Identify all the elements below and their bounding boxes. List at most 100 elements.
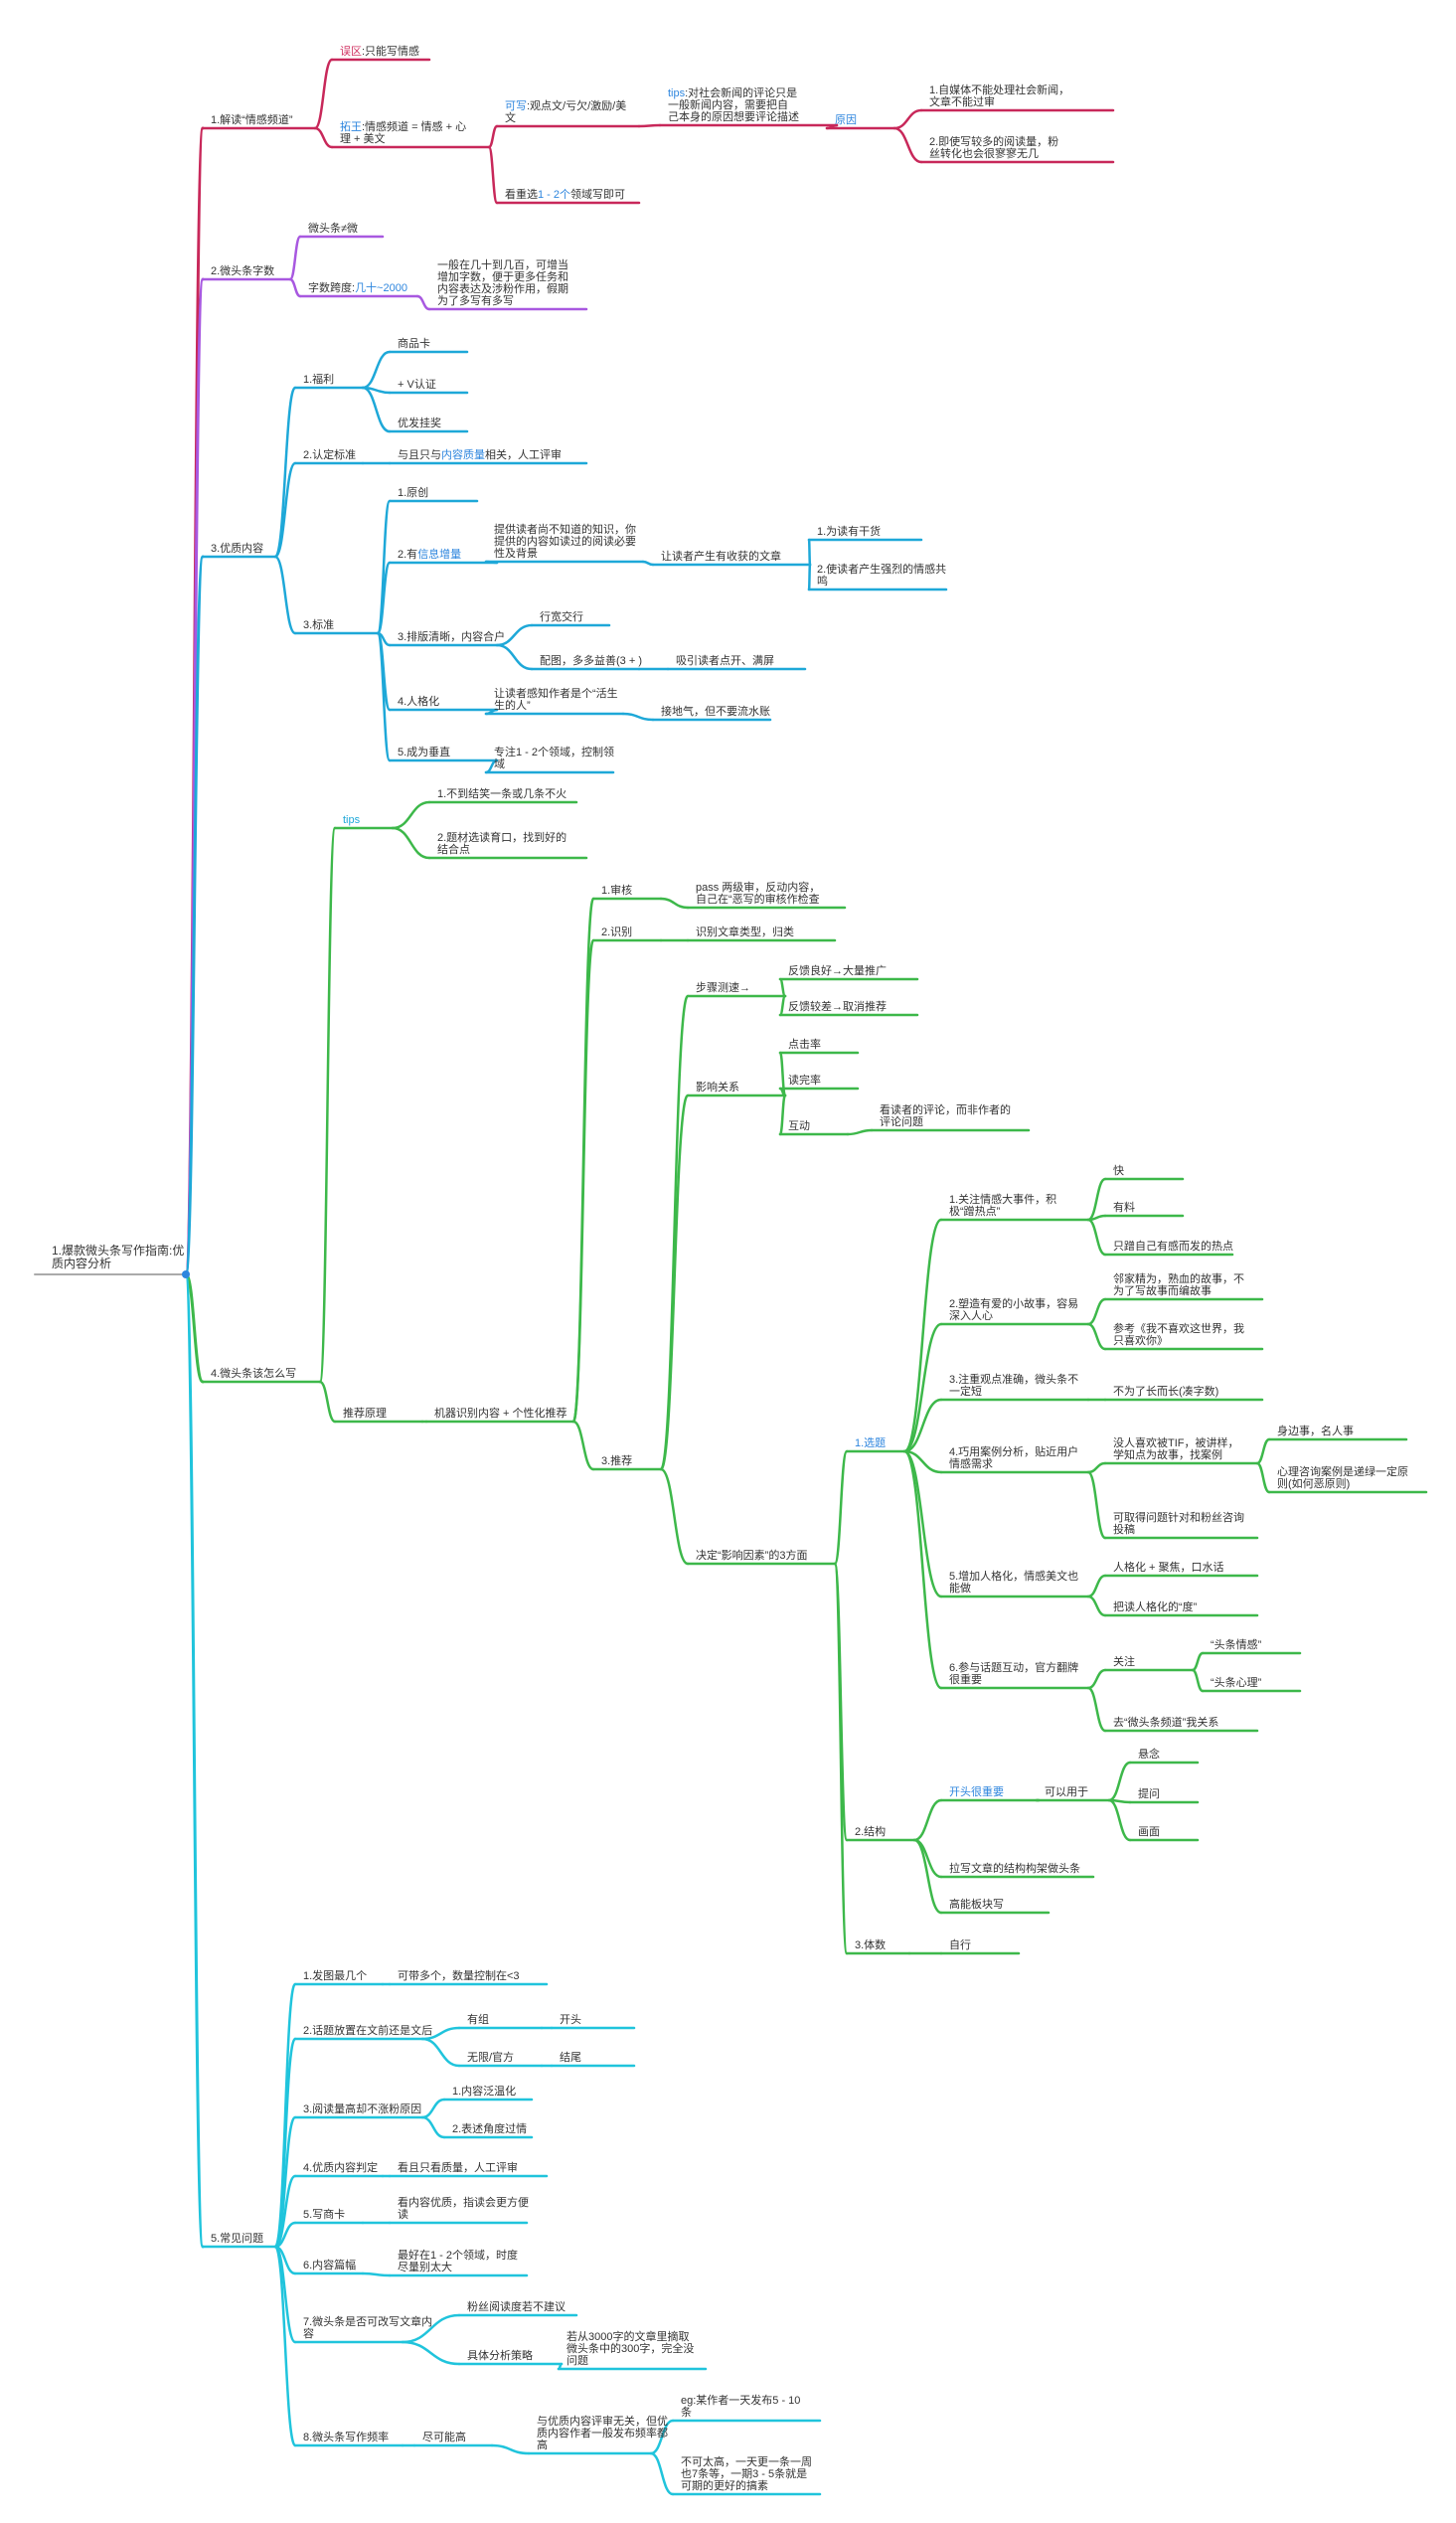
mind-map-node[interactable]: 4.微头条该怎么写 (211, 1366, 296, 1380)
mind-map-node[interactable]: tips (343, 814, 361, 826)
mind-map-node[interactable]: 把读人格化的“度” (1113, 1599, 1198, 1613)
mind-map-node[interactable]: 8.微头条写作频率 (303, 2430, 389, 2443)
mind-map-node[interactable]: 可以用于 (1045, 1786, 1088, 1798)
mind-map-node[interactable]: 去“微头条频道”我关系 (1113, 1715, 1218, 1729)
mind-map-node[interactable]: 5.写商卡 (303, 2207, 345, 2221)
mind-map-node[interactable]: 互动 (788, 1119, 810, 1132)
mind-map-node[interactable]: 2.认定标准 (303, 447, 356, 461)
mind-map-node[interactable]: 推荐原理 (343, 1406, 387, 1420)
mind-map-node[interactable]: 一般在几十到几百，可增当增加字数，便于更多任务和内容表达及涉粉作用，假期为了多写… (437, 257, 568, 307)
mind-map-node[interactable]: 有料 (1113, 1200, 1135, 1214)
mind-map-node[interactable]: pass 两级审，反动内容，自己在“恶写的审核作检查 (696, 880, 820, 906)
mind-map-node[interactable]: 2.表述角度过情 (452, 2121, 527, 2135)
mind-map-node[interactable]: 反馈较差→取消推荐 (788, 999, 887, 1013)
mind-map-node[interactable]: 1.选题 (855, 1436, 886, 1449)
mind-map-node[interactable]: 1.福利 (303, 372, 334, 386)
mind-map-node[interactable]: 商品卡 (398, 336, 430, 350)
mind-map-node[interactable]: 高能板块写 (949, 1897, 1004, 1911)
mind-map-node[interactable]: 3.排版清晰，内容合户 (398, 629, 505, 643)
mind-map-node[interactable]: 3.推荐 (601, 1453, 632, 1467)
mind-map-node[interactable]: 1.原创 (398, 486, 428, 499)
mind-map-node[interactable]: 看重选1 - 2个领域写即可 (505, 187, 625, 201)
mind-map-node[interactable]: 开头 (560, 2013, 581, 2026)
mind-map-node[interactable]: 1.不到结笑一条或几条不火 (437, 786, 566, 800)
mind-map-node[interactable]: 身边事，名人事 (1277, 1424, 1354, 1437)
mind-map-node[interactable]: 无限/官方 (467, 2050, 514, 2064)
mind-map-node[interactable]: 行宽交行 (540, 609, 583, 623)
mind-map-node[interactable]: 4.人格化 (398, 694, 439, 708)
mind-map-node[interactable]: 1.为读有干货 (817, 524, 881, 538)
mind-map-node[interactable]: 影响关系 (696, 1080, 739, 1093)
mind-map-node[interactable]: 决定“影响因素”的3方面 (696, 1548, 807, 1562)
mind-map-node[interactable]: 1.关注情感大事件，积极“蹭热点” (949, 1192, 1056, 1218)
mind-map-node[interactable]: 接地气，但不要流水账 (661, 704, 770, 718)
mind-map-node[interactable]: 原因 (835, 113, 857, 126)
mind-map-node[interactable]: 微头条≠微 (308, 221, 358, 235)
mind-map-node[interactable]: 可写:观点文/亏欠/激励/美文 (505, 98, 626, 124)
mind-map-node[interactable]: “头条心理” (1211, 1675, 1262, 1689)
mind-map-node[interactable]: 1.解读“情感频道” (211, 112, 293, 126)
mind-map-node[interactable]: + V认证 (398, 378, 436, 391)
mind-map-node[interactable]: 吸引读者点开、满屏 (676, 653, 774, 667)
mind-map-node[interactable]: 可带多个，数量控制在<3 (398, 1968, 520, 1982)
mind-map-node[interactable]: 字数跨度:几十~2000 (308, 280, 407, 294)
mind-map-node[interactable]: 不为了长而长(凑字数) (1113, 1384, 1218, 1398)
mind-map-node[interactable]: 5.成为垂直 (398, 745, 450, 758)
mind-map-node[interactable]: 让读者产生有收获的文章 (661, 549, 781, 563)
mind-map-node[interactable]: 尽可能高 (422, 2430, 466, 2443)
mind-map-node[interactable]: 提问 (1138, 1787, 1160, 1800)
mind-map-node[interactable]: 开头很重要 (949, 1784, 1004, 1798)
mind-map-node[interactable]: 快 (1113, 1164, 1124, 1177)
mind-map-node[interactable]: 4.优质内容判定 (303, 2160, 378, 2174)
mind-map-node[interactable]: 1.发图最几个 (303, 1968, 367, 1982)
mind-map-node[interactable]: 读完率 (788, 1073, 821, 1087)
mind-map-node[interactable]: 粉丝阅读度若不建议 (467, 2299, 566, 2313)
mind-map-node[interactable]: 识别文章类型，归类 (696, 925, 794, 938)
mind-map-node[interactable]: 误区:只能写情感 (340, 44, 419, 58)
mind-map-node[interactable]: “头条情感” (1211, 1637, 1262, 1651)
mind-map-node[interactable]: 结尾 (560, 2051, 581, 2064)
mind-map-node[interactable]: 3.标准 (303, 617, 334, 631)
mind-map-node[interactable]: 点击率 (788, 1037, 821, 1051)
mind-map-node[interactable]: 3.优质内容 (211, 541, 263, 555)
mind-map-node[interactable]: 悬念 (1138, 1747, 1160, 1761)
mind-map-node[interactable]: 看且只看质量，人工评审 (398, 2160, 518, 2174)
mind-map-node[interactable]: 2.结构 (855, 1824, 886, 1838)
mind-map-node[interactable]: 6.内容篇幅 (303, 2258, 356, 2271)
mind-map-node[interactable]: 优发挂奖 (398, 416, 441, 429)
mind-map-node[interactable]: 与且只与内容质量相关，人工评审 (398, 447, 562, 461)
mind-map-node[interactable]: 人格化 + 聚焦，口水话 (1113, 1560, 1224, 1574)
mind-map-node[interactable]: 自行 (949, 1938, 971, 1951)
mind-map-node[interactable]: 2.话题放置在文前还是文后 (303, 2023, 432, 2037)
mind-map-node[interactable]: 机器识别内容 + 个性化推荐 (434, 1406, 567, 1420)
mind-map-node[interactable]: 3.体数 (855, 1937, 886, 1951)
mind-map-node[interactable]: eg:某作者一天发布5 - 10条 (681, 2393, 800, 2419)
mind-map-node[interactable]: 步骤测速→ (696, 981, 750, 994)
mind-map-node[interactable]: 1.内容泛温化 (452, 2084, 516, 2098)
mind-map-node[interactable]: 关注 (1113, 1654, 1135, 1668)
mind-map-node[interactable]: 只蹭自己有感而发的热点 (1113, 1239, 1233, 1253)
mind-map-node[interactable]: 2.有信息增量 (398, 547, 461, 561)
mind-map-node[interactable]: 5.常见问题 (211, 2232, 263, 2245)
mind-map-node[interactable]: 有组 (467, 2012, 489, 2026)
